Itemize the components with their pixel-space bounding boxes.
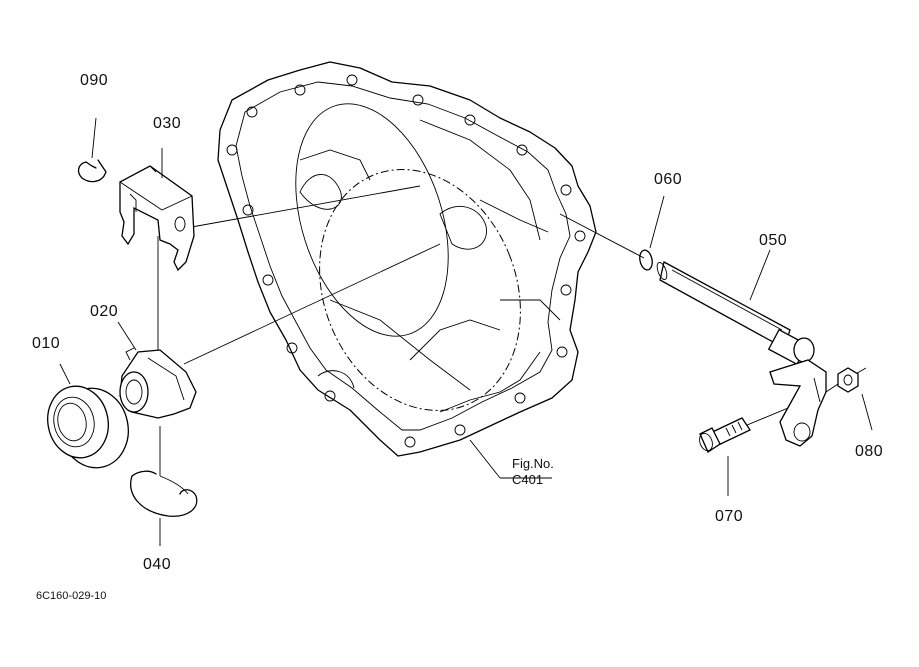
release-bearing-010 bbox=[47, 363, 129, 469]
label-020: 020 bbox=[90, 303, 119, 320]
bolt-070 bbox=[699, 417, 751, 496]
label-070: 070 bbox=[715, 508, 744, 525]
label-080: 080 bbox=[855, 443, 884, 460]
spring-clip-040 bbox=[130, 470, 198, 546]
nut-080 bbox=[837, 367, 873, 431]
label-050: 050 bbox=[759, 232, 788, 249]
drawing-code: 6C160-029-10 bbox=[36, 590, 107, 602]
figure-number-label: Fig.No. bbox=[512, 456, 554, 471]
release-shaft-050 bbox=[656, 249, 827, 447]
figure-number-value: C401 bbox=[512, 472, 544, 487]
figure-reference: Fig.No. C401 bbox=[512, 456, 554, 488]
flange-bolt-holes bbox=[226, 74, 586, 448]
holder-clip-030 bbox=[119, 148, 195, 272]
label-030: 030 bbox=[153, 115, 182, 132]
snap-ring-090 bbox=[77, 117, 107, 183]
label-010: 010 bbox=[32, 335, 61, 352]
label-090: 090 bbox=[80, 72, 109, 89]
clutch-housing bbox=[217, 61, 597, 457]
label-060: 060 bbox=[654, 171, 683, 188]
label-040: 040 bbox=[143, 556, 172, 573]
o-ring-060 bbox=[639, 195, 665, 271]
release-hub-020 bbox=[117, 321, 197, 419]
